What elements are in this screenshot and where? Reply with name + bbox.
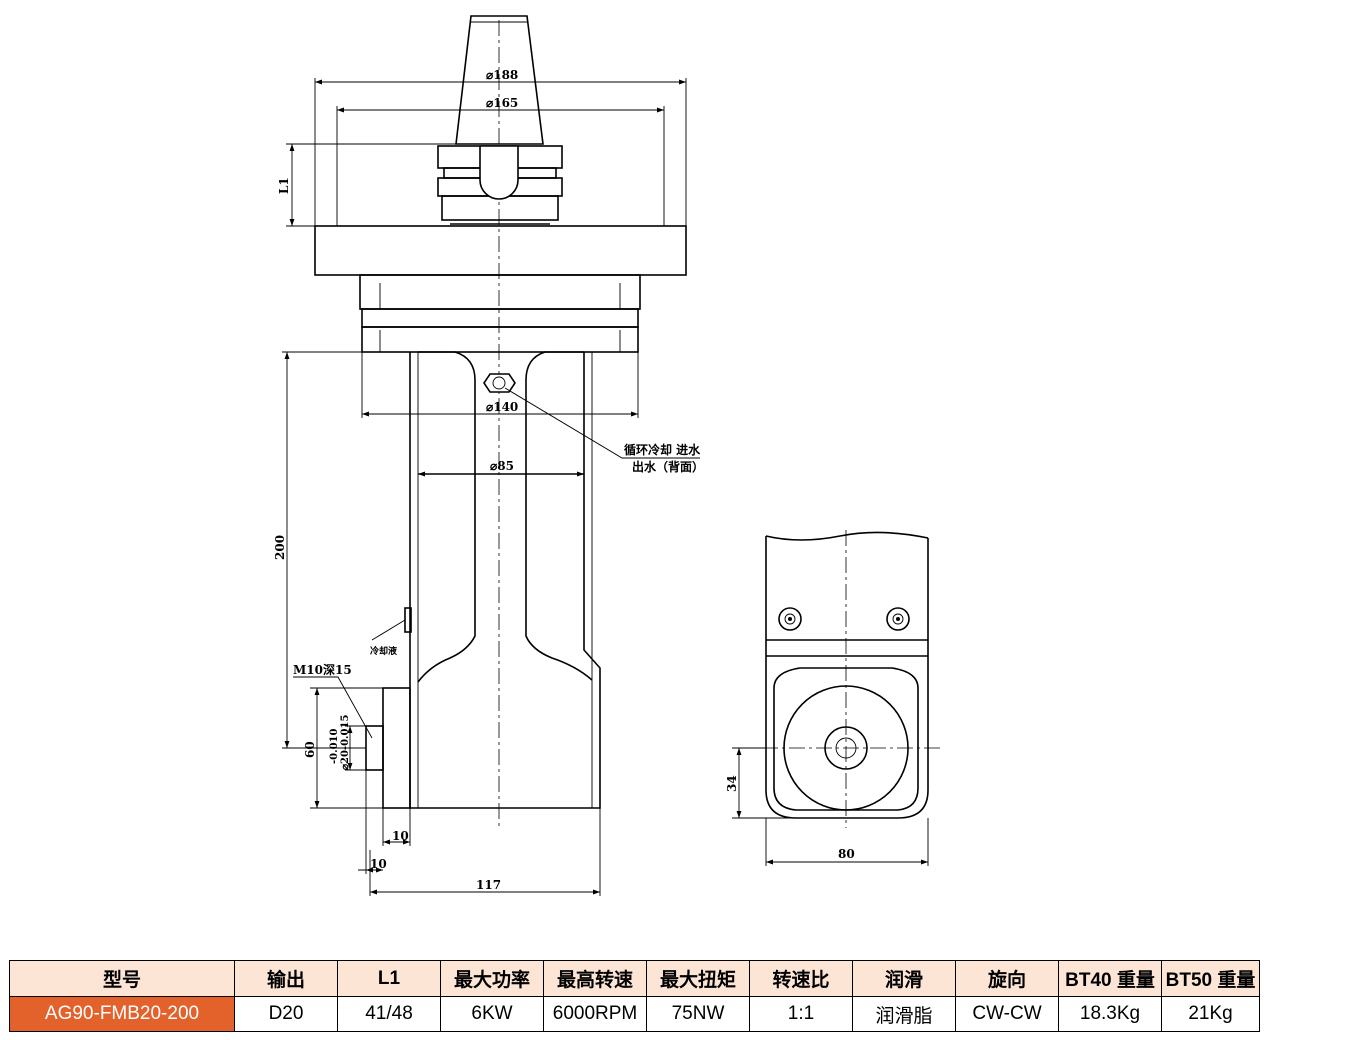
header-max-speed: 最高转速 <box>543 960 647 997</box>
drive-key <box>479 145 519 200</box>
header-bt50-weight: BT50 重量 <box>1161 960 1260 997</box>
spec-data-row: AG90-FMB20-200 D20 41/48 6KW 6000RPM 75N… <box>9 996 1260 1032</box>
cell-max-torque: 75NW <box>646 996 750 1032</box>
side-view: 34 80 <box>725 530 940 866</box>
dim-10b: 10 <box>370 857 387 871</box>
output-flange-circle <box>783 685 909 811</box>
note-coolant-mark: 冷却液 <box>370 645 398 657</box>
header-rotation: 旋向 <box>955 960 1059 997</box>
housing-upper <box>359 274 641 310</box>
dim-d140: ⌀140 <box>486 400 518 414</box>
cell-l1: 41/48 <box>337 996 441 1032</box>
dim-m10: M10深15 <box>293 662 352 677</box>
housing-ring <box>361 308 639 328</box>
mount-plate <box>314 225 687 276</box>
header-l1: L1 <box>337 960 441 997</box>
coolant-fitting <box>483 373 516 393</box>
cell-output: D20 <box>234 996 338 1032</box>
cell-rotation: CW-CW <box>955 996 1059 1032</box>
dim-200: 200 <box>273 535 287 560</box>
dim-34: 34 <box>725 775 739 792</box>
header-output: 输出 <box>234 960 338 997</box>
cell-lubrication: 润滑脂 <box>852 996 956 1032</box>
dim-l1: L1 <box>277 177 291 194</box>
dim-d165: ⌀165 <box>486 96 518 110</box>
dim-d85: ⌀85 <box>490 459 514 473</box>
header-ratio: 转速比 <box>749 960 853 997</box>
output-boss <box>382 687 411 809</box>
note-coolant-2: 出水（背面） <box>632 459 704 474</box>
cell-max-power: 6KW <box>440 996 544 1032</box>
spec-table: 型号 输出 L1 最大功率 最高转速 最大扭矩 转速比 润滑 旋向 BT40 重… <box>9 960 1260 1032</box>
header-model: 型号 <box>9 960 235 997</box>
technical-drawing: ⌀188 ⌀165 L1 ⌀140 ⌀85 循环冷却 进水 出水（背面） 200… <box>273 15 940 896</box>
bolt-hole-right <box>886 607 910 631</box>
side-break-line <box>765 531 929 541</box>
front-view: ⌀188 ⌀165 L1 ⌀140 ⌀85 循环冷却 进水 出水（背面） 200… <box>273 15 704 896</box>
dim-10a: 10 <box>392 829 409 843</box>
spec-header-row: 型号 输出 L1 最大功率 最高转速 最大扭矩 转速比 润滑 旋向 BT40 重… <box>9 960 1260 997</box>
cell-bt40-weight: 18.3Kg <box>1058 996 1162 1032</box>
arm-bore-left <box>417 351 476 683</box>
m10-leader <box>293 676 373 739</box>
header-bt40-weight: BT40 重量 <box>1058 960 1162 997</box>
header-max-power: 最大功率 <box>440 960 544 997</box>
housing-lower <box>361 326 639 353</box>
note-coolant-1: 循环冷却 进水 <box>624 442 701 457</box>
dim-d188: ⌀188 <box>486 68 518 82</box>
taper-shank <box>455 15 544 145</box>
cell-ratio: 1:1 <box>749 996 853 1032</box>
output-shaft-circle <box>824 726 868 770</box>
cell-bt50-weight: 21Kg <box>1161 996 1260 1032</box>
dim-60: 60 <box>303 741 317 758</box>
header-lubrication: 润滑 <box>852 960 956 997</box>
bolt-hole-left <box>778 607 802 631</box>
cell-max-speed: 6000RPM <box>543 996 647 1032</box>
dim-tol-lower: ⌀20-0.015 <box>340 715 351 770</box>
cell-model: AG90-FMB20-200 <box>9 996 235 1032</box>
dim-80: 80 <box>838 847 855 861</box>
vertical-arm <box>409 352 601 809</box>
header-max-torque: 最大扭矩 <box>646 960 750 997</box>
dim-tol-upper: -0.010 <box>329 728 340 764</box>
coolant-leader <box>504 387 700 459</box>
side-body <box>765 536 929 819</box>
dim-117: 117 <box>476 878 501 892</box>
